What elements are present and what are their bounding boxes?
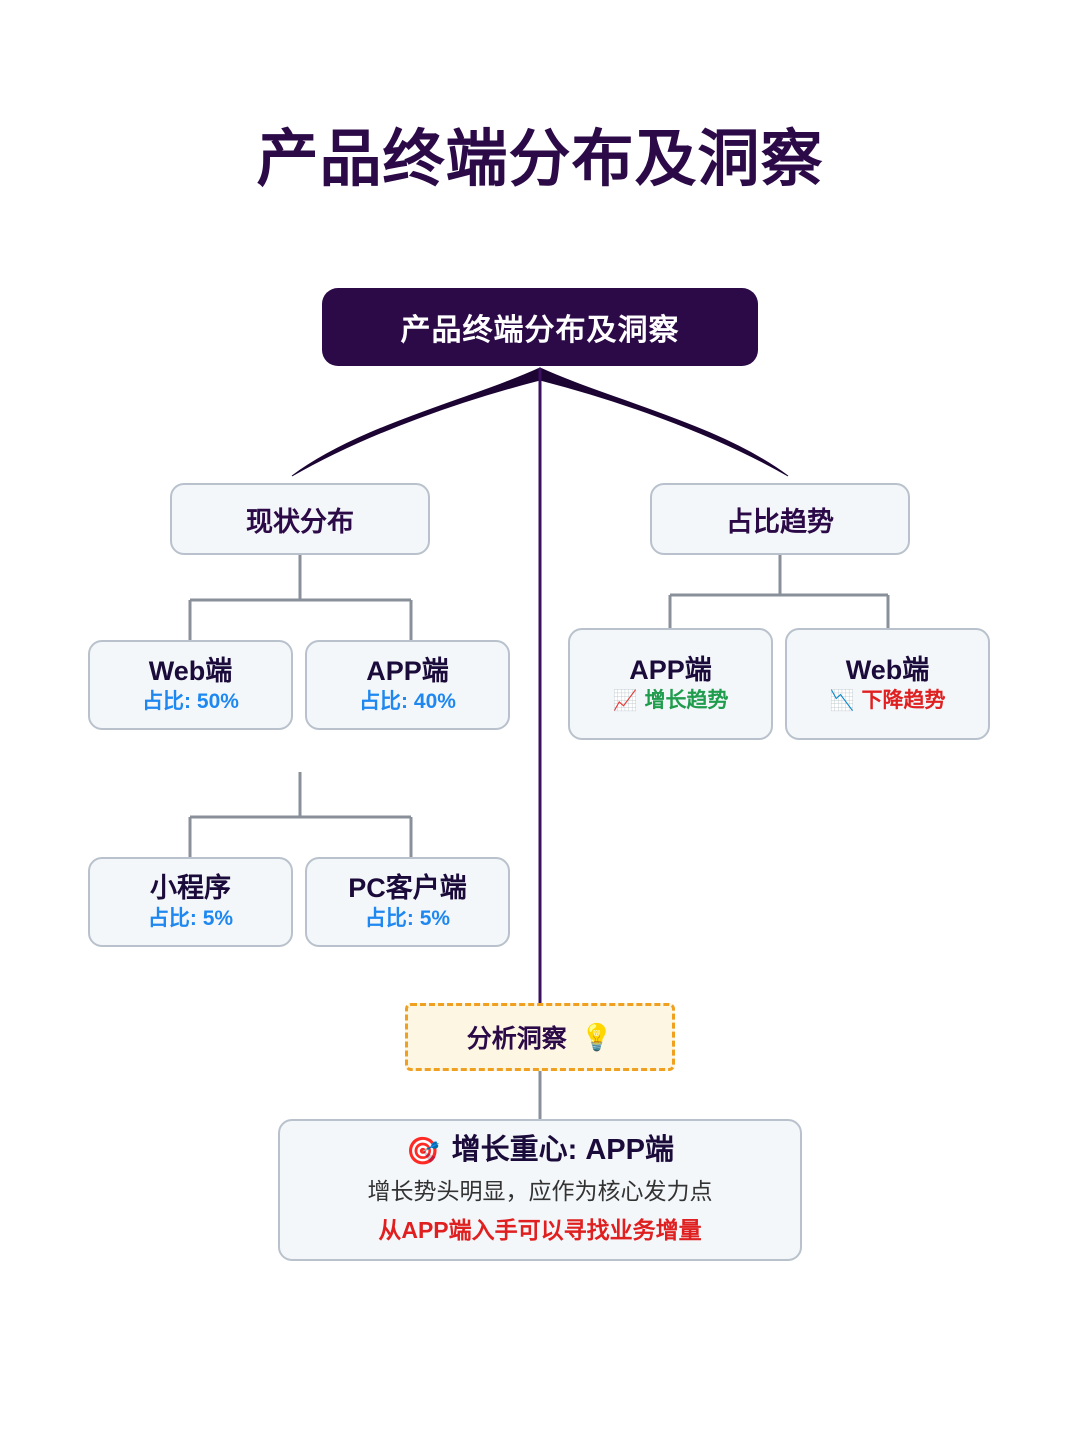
leaf-node-app[interactable]: APP端 占比: 40% xyxy=(305,640,510,730)
leaf-node-app-trend[interactable]: APP端 📈 增长趋势 xyxy=(568,628,773,740)
leaf-node-miniprogram[interactable]: 小程序 占比: 5% xyxy=(88,857,293,947)
page-title: 产品终端分布及洞察 xyxy=(256,125,824,194)
connector-left-branch-to-leaves xyxy=(188,555,413,640)
connector-root-to-left-branch xyxy=(291,367,541,477)
leaf-trend-label: 下降趋势 xyxy=(861,689,946,713)
leaf-title: Web端 xyxy=(845,654,930,685)
root-node-label: 产品终端分布及洞察 xyxy=(400,314,680,347)
conclusion-heading: 🎯 增长重心: APP端 xyxy=(406,1134,674,1167)
leaf-trend-value: 📈 增长趋势 xyxy=(613,690,729,712)
leaf-node-pc-client[interactable]: PC客户端 占比: 5% xyxy=(305,857,510,947)
leaf-title: APP端 xyxy=(366,655,449,686)
branch-node-label: 占比趋势 xyxy=(726,506,834,537)
branch-node-current-distribution[interactable]: 现状分布 xyxy=(170,483,430,555)
direct-hit-icon: 🎯 xyxy=(406,1135,440,1166)
leaf-share-value: 占比: 40% xyxy=(359,690,456,714)
conclusion-box[interactable]: 🎯 增长重心: APP端 增长势头明显，应作为核心发力点 从APP端入手可以寻找… xyxy=(278,1119,802,1261)
insight-label: 分析洞察 xyxy=(466,1025,567,1053)
chart-increasing-icon: 📈 xyxy=(612,690,638,713)
leaf-share-value: 占比: 50% xyxy=(142,690,239,714)
leaf-title: APP端 xyxy=(629,654,712,685)
leaf-node-web[interactable]: Web端 占比: 50% xyxy=(88,640,293,730)
insight-box[interactable]: 分析洞察 💡 xyxy=(405,1003,675,1071)
branch-node-share-trend[interactable]: 占比趋势 xyxy=(650,483,910,555)
branch-node-label: 现状分布 xyxy=(246,506,354,537)
conclusion-highlight-line: 从APP端入手可以寻找业务增量 xyxy=(378,1216,702,1243)
conclusion-heading-text: 增长重心: APP端 xyxy=(451,1134,674,1167)
leaf-share-value: 占比: 5% xyxy=(364,907,451,931)
root-node[interactable]: 产品终端分布及洞察 xyxy=(322,288,758,366)
leaf-trend-value: 📉 下降趋势 xyxy=(830,690,946,712)
connector-root-to-right-branch xyxy=(539,367,789,477)
connector-right-branch-to-leaves xyxy=(668,555,890,628)
leaf-trend-label: 增长趋势 xyxy=(644,689,729,713)
chart-decreasing-icon: 📉 xyxy=(829,690,855,713)
leaf-title: Web端 xyxy=(148,655,233,686)
connector-web-to-subleaves xyxy=(188,772,413,857)
leaf-title: 小程序 xyxy=(150,872,231,903)
leaf-title: PC客户端 xyxy=(348,872,467,903)
leaf-share-value: 占比: 5% xyxy=(147,907,234,931)
conclusion-detail-line: 增长势头明显，应作为核心发力点 xyxy=(367,1178,713,1205)
leaf-node-web-trend[interactable]: Web端 📉 下降趋势 xyxy=(785,628,990,740)
light-bulb-icon: 💡 xyxy=(580,1022,614,1052)
